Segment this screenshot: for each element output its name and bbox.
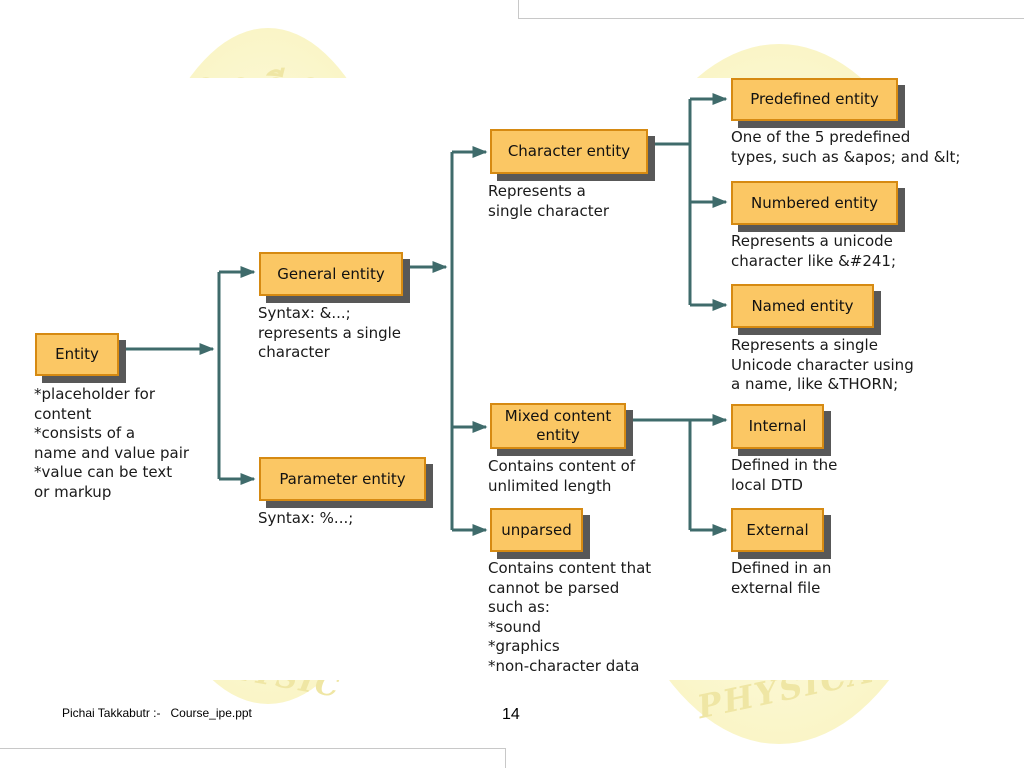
external-entity-box: External <box>731 508 824 552</box>
general-entity-box: General entity <box>259 252 403 296</box>
bottom-border-rule <box>0 748 506 768</box>
unparsed-entity-description: Contains content that cannot be parsed s… <box>488 559 652 675</box>
predefined-entity-box: Predefined entity <box>731 78 898 121</box>
diagram-panel <box>30 78 1002 680</box>
character-entity-box: Character entity <box>490 129 648 174</box>
entity-box: Entity <box>35 333 119 376</box>
slide-page-number: 14 <box>502 706 520 723</box>
numbered-entity-description: Represents a unicode character like &#24… <box>731 232 897 270</box>
mixed-content-entity-description: Contains content of unlimited length <box>488 457 636 495</box>
parameter-entity-description: Syntax: %...; <box>258 509 354 527</box>
slide-footer-author: Pichai Takkabutr :- Course_ipe.ppt <box>62 706 252 720</box>
predefined-entity-description: One of the 5 predefined types, such as &… <box>731 128 961 166</box>
named-entity-box: Named entity <box>731 284 874 328</box>
character-entity-description: Represents a single character <box>488 182 610 220</box>
external-entity-description: Defined in an external file <box>731 559 832 597</box>
entity-description: *placeholder for content *consists of a … <box>34 385 190 501</box>
internal-entity-box: Internal <box>731 404 824 449</box>
parameter-entity-box: Parameter entity <box>259 457 426 501</box>
mixed-content-entity-box: Mixed content entity <box>490 403 626 449</box>
general-entity-description: Syntax: &...; represents a single charac… <box>258 304 402 361</box>
named-entity-description: Represents a single Unicode character us… <box>731 336 914 393</box>
internal-entity-description: Defined in the local DTD <box>731 456 838 494</box>
numbered-entity-box: Numbered entity <box>731 181 898 225</box>
top-border-rule <box>518 0 1024 19</box>
unparsed-entity-box: unparsed <box>490 508 583 552</box>
